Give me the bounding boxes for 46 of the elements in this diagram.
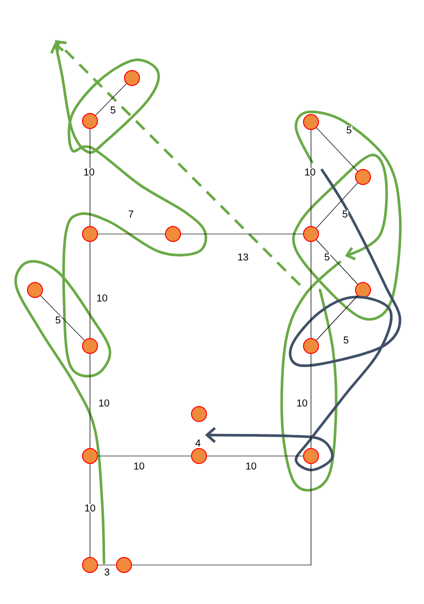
edge-weight: 10 [134, 462, 144, 470]
edge-line [98, 564, 116, 566]
edge-weight: 10 [99, 399, 110, 407]
vertex-circle [355, 169, 371, 185]
edge-weight: 10 [85, 504, 96, 512]
edge-weight: 5 [324, 254, 330, 260]
vertex-circle [82, 338, 98, 354]
vertex-circle [191, 448, 207, 464]
vertex-circle [303, 226, 319, 242]
edge-line [132, 464, 312, 566]
vertex-circle [82, 113, 98, 129]
edge-weight: 10 [97, 294, 108, 302]
edge-line [310, 354, 312, 448]
edge-line [310, 242, 312, 338]
vertex-circle [303, 448, 319, 464]
edge-line [95, 83, 127, 116]
edge-weight: 5 [346, 126, 352, 134]
edge-weight: 10 [84, 168, 94, 176]
edge-weight: 5 [56, 316, 60, 324]
edge-weight: 7 [128, 210, 134, 218]
vertex-circle [124, 70, 140, 86]
vertex-circle [116, 557, 132, 573]
edge-weight: 10 [297, 399, 308, 407]
edge-weight: 10 [305, 168, 316, 176]
edge-line [40, 295, 85, 341]
vertex-circle [27, 282, 43, 298]
edge-line [310, 130, 312, 226]
vertex-circle [355, 282, 371, 298]
edge-weight: 3 [104, 568, 110, 576]
edge-weight: 10 [246, 462, 256, 470]
vertex-circle [82, 226, 98, 242]
edge-weight: 5 [342, 210, 348, 218]
edge-line [316, 296, 358, 340]
edge-line [316, 128, 358, 172]
vertex-circle [82, 557, 98, 573]
edge-weight: 5 [344, 336, 348, 344]
vertex-circle [191, 406, 207, 422]
vertex-circle [82, 448, 98, 464]
vertex-circle [303, 114, 319, 130]
edge-line [316, 240, 358, 284]
weight-label: 4 [195, 440, 200, 446]
edge-line [316, 182, 358, 228]
vertex-circle [303, 338, 319, 354]
edge-weight: 5 [110, 106, 116, 114]
vertex-circle [165, 226, 181, 242]
edge-weight: 13 [238, 253, 248, 261]
